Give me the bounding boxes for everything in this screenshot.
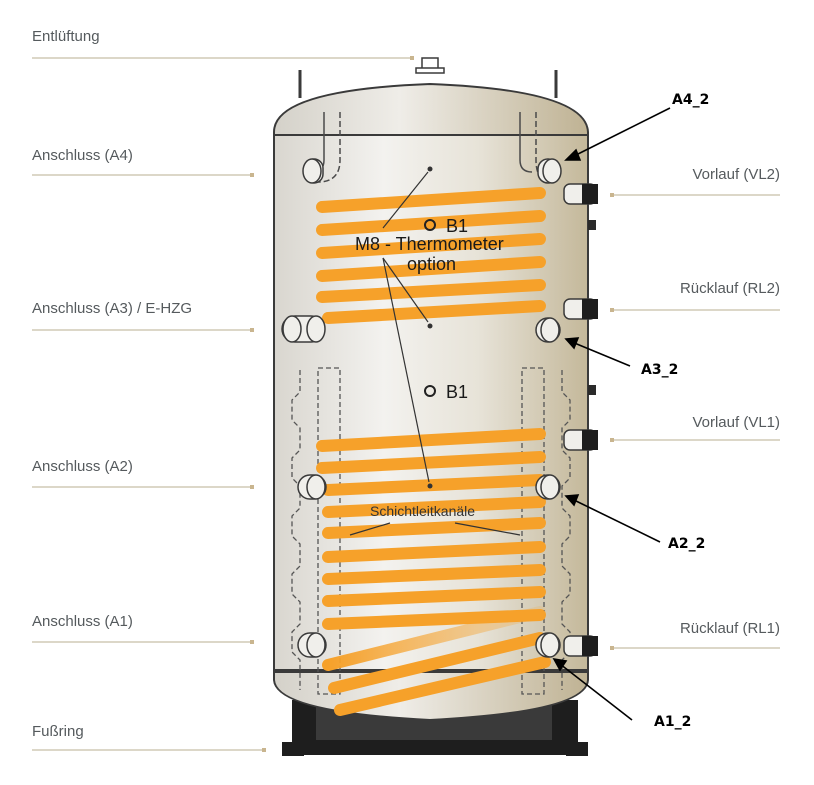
connection-a1-2 xyxy=(535,632,561,658)
connection-a2-2 xyxy=(535,474,561,500)
label-anschluss-a4: Anschluss (A4) xyxy=(32,147,133,164)
label-anschluss-a2: Anschluss (A2) xyxy=(32,458,133,475)
lower-coil xyxy=(316,428,546,630)
label-fussring: Fußring xyxy=(32,723,84,740)
thermometer-label-line1: M8 - Thermometer xyxy=(355,234,504,254)
sensor-socket-b1-top xyxy=(424,219,436,231)
bottom-spiral xyxy=(322,606,551,716)
connection-a1 xyxy=(297,632,327,658)
label-vorlauf-vl2: Vorlauf (VL2) xyxy=(692,166,780,183)
marker-arrows xyxy=(552,107,671,721)
b1-top-label: B1 xyxy=(446,216,468,236)
connection-a3-2 xyxy=(535,317,561,343)
sensor-sockets-side xyxy=(588,220,596,395)
marker-a2-2: A2_2 xyxy=(668,536,705,552)
label-anschluss-a1: Anschluss (A1) xyxy=(32,613,133,630)
leader-dots-left xyxy=(250,56,414,752)
leader-dots-right xyxy=(610,193,614,650)
coil-flange-vl1 xyxy=(563,429,598,451)
layer-channels-label: Schichtleitkanäle xyxy=(370,503,475,519)
leader-lines-left xyxy=(32,57,410,751)
coil-flange-vl2 xyxy=(563,183,598,205)
b1-mid-label: B1 xyxy=(446,382,468,402)
label-entlueftung: Entlüftung xyxy=(32,28,100,45)
connection-a4 xyxy=(302,158,324,184)
marker-a1-2: A1_2 xyxy=(654,714,691,730)
coil-flange-rl2 xyxy=(563,298,598,320)
leader-lines-right xyxy=(614,194,780,649)
upper-coil xyxy=(316,187,546,324)
sensor-socket-b1-mid xyxy=(424,385,436,397)
thermometer-points xyxy=(427,166,433,489)
label-vorlauf-vl1: Vorlauf (VL1) xyxy=(692,414,780,431)
label-anschluss-a3: Anschluss (A3) / E-HZG xyxy=(32,300,192,317)
thermometer-label-line2: option xyxy=(407,254,456,274)
label-ruecklauf-rl1: Rücklauf (RL1) xyxy=(680,620,780,637)
connection-a2 xyxy=(297,474,327,500)
label-ruecklauf-rl2: Rücklauf (RL2) xyxy=(680,280,780,297)
connection-a3 xyxy=(281,315,326,343)
layer-channels-pointer-lines xyxy=(349,522,521,536)
coil-flange-rl1 xyxy=(563,635,598,657)
connection-a4-2 xyxy=(537,158,562,184)
thermometer-pointer-lines xyxy=(382,171,430,483)
marker-a4-2: A4_2 xyxy=(672,92,709,108)
marker-a3-2: A3_2 xyxy=(641,362,678,378)
